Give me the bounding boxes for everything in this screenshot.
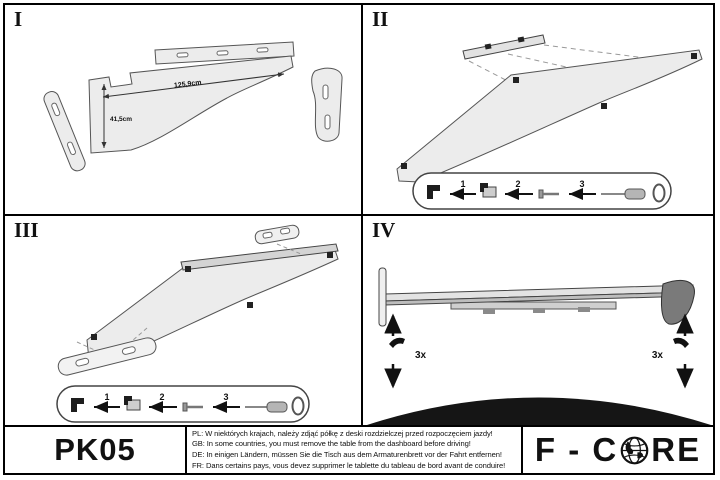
- step-number: 2: [159, 392, 164, 402]
- side-bracket-part: [57, 337, 157, 376]
- screw-icon: [538, 189, 559, 199]
- step-number: 3: [223, 392, 228, 402]
- step-number: 3: [579, 179, 584, 189]
- panel-step-1: I 125,9cm: [5, 5, 363, 216]
- model-code-cell: PK05: [5, 427, 187, 473]
- back-strip-part: [462, 34, 546, 60]
- ring-icon: [291, 396, 305, 416]
- step-3-numeral: III: [14, 218, 39, 242]
- panel-1-drawing: 125,9cm 41,5cm: [43, 41, 343, 172]
- ring-icon: [652, 183, 666, 203]
- hardware-callout: 1 2 3: [56, 385, 310, 423]
- clip-profile-icon: [389, 337, 405, 348]
- panel-2-drawing: 1 2 3: [396, 34, 703, 210]
- quantity-label: 3x: [652, 350, 664, 361]
- screwdriver-icon: [601, 188, 646, 200]
- corner-clips: [91, 252, 333, 340]
- clip-icon: [427, 185, 440, 199]
- globe-icon: [620, 436, 649, 464]
- brand-suffix: RE: [651, 431, 702, 468]
- dimension-width: 125,9cm: [102, 72, 285, 99]
- note-de: DE: In einigen Ländern, müssen Sie die T…: [192, 450, 502, 459]
- step-2-numeral: II: [372, 7, 389, 31]
- footer-bar: PK05 PL: W niektórych krajach, należy zd…: [5, 425, 713, 473]
- step-number: 1: [104, 392, 109, 402]
- steps-grid: I 125,9cm: [5, 5, 713, 425]
- note-gb: GB: In some countries, you must remove t…: [192, 439, 471, 449]
- back-strip-part: [154, 41, 295, 65]
- clip-profile-icon: [673, 337, 689, 348]
- instruction-sheet: I 125,9cm: [3, 3, 715, 475]
- panel-step-3: III: [5, 216, 363, 425]
- clip-on-box-icon: [480, 183, 497, 198]
- back-strip-attached: [180, 243, 339, 271]
- panel-4-drawing: 3x 3x: [367, 267, 711, 425]
- model-code: PK05: [54, 432, 136, 467]
- hardware-callout: 1 2 3: [412, 172, 672, 210]
- step-number: 2: [515, 179, 520, 189]
- small-bracket-part: [254, 224, 300, 245]
- mounted-shelf-front-view: [378, 267, 695, 327]
- warning-notes: PL: W niektórych krajach, należy zdjąć p…: [187, 427, 523, 473]
- fastening-arrows-left: 3x: [384, 313, 427, 389]
- brand-logo: F - C RE: [523, 427, 713, 473]
- panel-step-4: IV: [363, 216, 713, 425]
- step-number: 1: [460, 179, 465, 189]
- clip-icon: [71, 398, 84, 412]
- screwdriver-icon: [245, 401, 288, 413]
- panel-3-drawing: 1 2 3: [56, 224, 339, 423]
- dimension-height: 41,5cm: [101, 84, 132, 148]
- shelf-board-part: [88, 55, 294, 154]
- brand-prefix: F - C: [534, 431, 619, 468]
- width-label: 125,9cm: [174, 79, 202, 89]
- quantity-label: 3x: [415, 350, 427, 361]
- note-pl: PL: W niektórych krajach, należy zdjąć p…: [192, 428, 493, 438]
- screw-icon: [182, 402, 203, 412]
- note-fr: FR: Dans certains pays, vous devez suppr…: [192, 460, 506, 470]
- panel-step-2: II: [363, 5, 713, 216]
- end-bracket: [660, 280, 695, 325]
- height-label: 41,5cm: [110, 116, 132, 123]
- clip-on-box-icon: [124, 396, 141, 411]
- side-bracket-right-part: [311, 67, 343, 142]
- step-4-numeral: IV: [372, 218, 396, 242]
- shelf-board-assembled: [396, 49, 703, 183]
- dashboard-silhouette: [367, 397, 711, 425]
- assembly-guide-lines: [76, 243, 302, 355]
- fastening-arrows-right: 3x: [652, 313, 694, 389]
- side-bracket-left-part: [43, 91, 86, 172]
- step-1-numeral: I: [14, 7, 23, 31]
